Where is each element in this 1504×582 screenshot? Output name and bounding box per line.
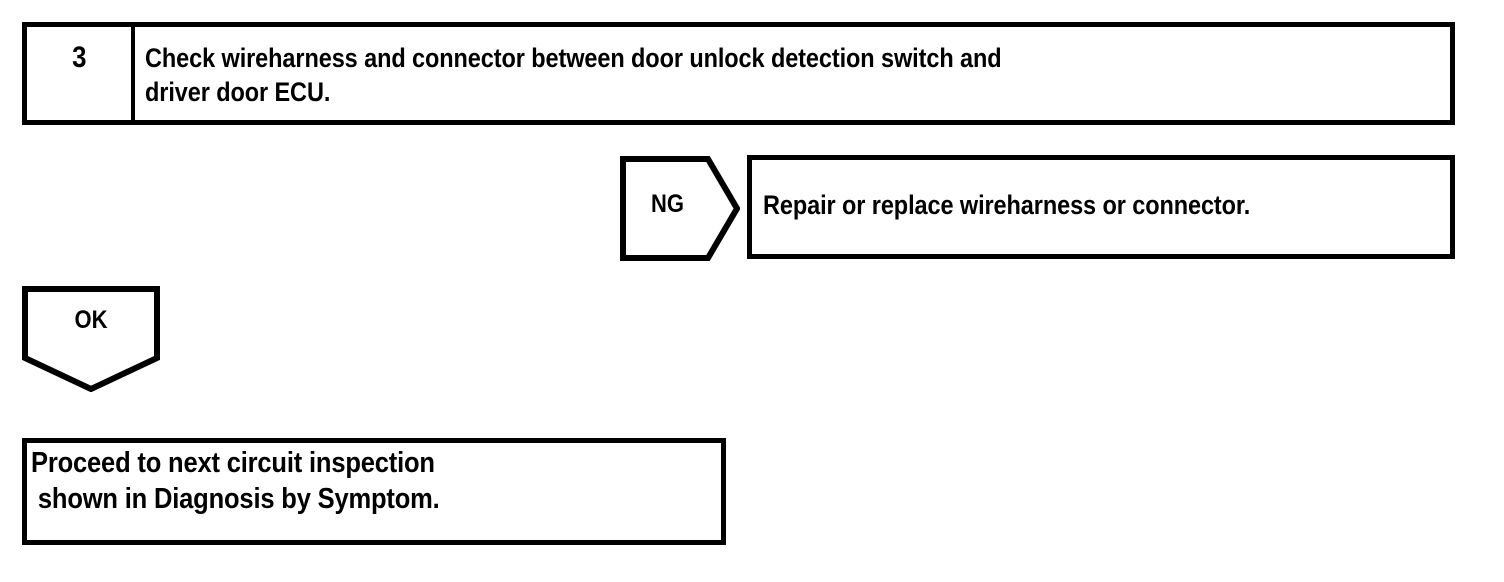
ok-arrow-shape bbox=[22, 286, 160, 392]
ok-branch-label: OK bbox=[74, 306, 108, 334]
step-number: 3 bbox=[71, 41, 87, 74]
proceed-result-line-2: shown in Diagnosis by Symptom. bbox=[31, 482, 440, 515]
step-instruction-line-1: Check wireharness and connector between … bbox=[145, 43, 1002, 73]
proceed-result-box bbox=[22, 438, 726, 545]
repair-result-box bbox=[747, 155, 1455, 259]
step-instruction-text: Check wireharness and connector between … bbox=[145, 41, 1445, 109]
proceed-result-text: Proceed to next circuit inspection shown… bbox=[31, 446, 711, 518]
ng-arrow-shape bbox=[620, 156, 740, 261]
step-instruction-line-2: driver door ECU. bbox=[145, 77, 331, 108]
repair-result-text: Repair or replace wireharness or connect… bbox=[763, 190, 1251, 220]
step-number-cell: 3 bbox=[27, 27, 135, 120]
ng-branch-label: NG bbox=[651, 190, 684, 218]
step-box: 3 Check wireharness and connector betwee… bbox=[22, 22, 1455, 125]
proceed-result-line-1: Proceed to next circuit inspection bbox=[31, 447, 435, 479]
